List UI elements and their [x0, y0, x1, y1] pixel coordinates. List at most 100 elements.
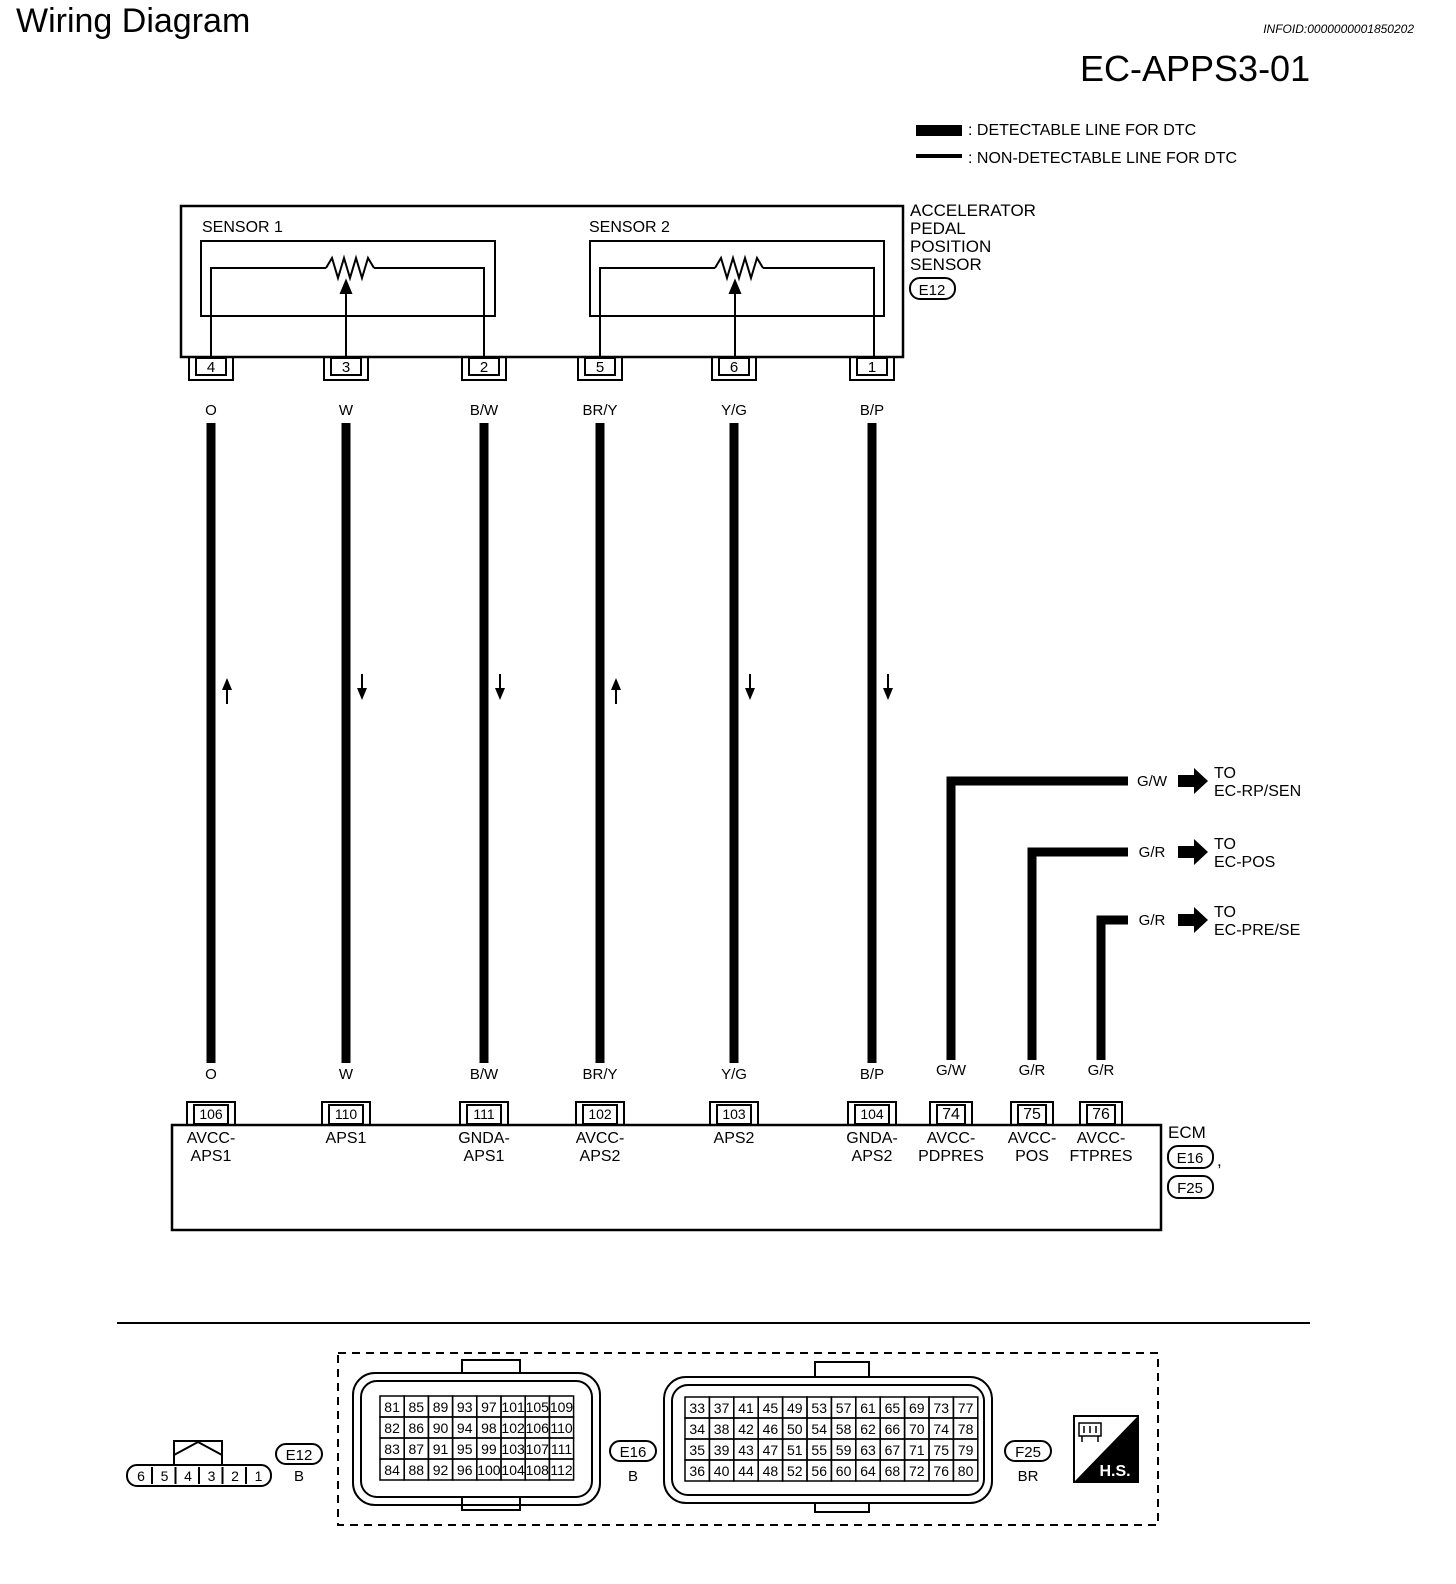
sensor-connector-badge — [909, 277, 956, 300]
ecm-pin-111-shroud — [459, 1101, 509, 1124]
sensor-name-line-4: SENSOR — [910, 255, 982, 274]
wire-color-top-3: B/W — [470, 402, 499, 419]
branch-arrow-1 — [1178, 768, 1208, 794]
ecm-pin-111-number: 111 — [473, 1106, 494, 1122]
branch-target-2: EC-POS — [1214, 854, 1275, 871]
e16-view-badge — [609, 1440, 657, 1462]
branch-target-3: EC-PRE/SE — [1214, 922, 1300, 939]
ecm-pin-102-shroud — [575, 1101, 625, 1124]
e16-bottom-latch — [461, 1497, 521, 1511]
legend-detectable-text: : DETECTABLE LINE FOR DTC — [968, 122, 1196, 139]
e12-pin-4: 4 — [184, 1468, 192, 1484]
branch-to-1: TO — [1214, 765, 1236, 782]
f25-top-latch — [814, 1361, 870, 1377]
flow-arrowhead-1 — [222, 678, 232, 690]
sensor-pin-1-box — [856, 357, 888, 376]
ecm-pin-110-number: 110 — [335, 1106, 358, 1122]
e16-pin-102: 102 — [501, 1420, 525, 1436]
ecm-pin-75-shroud — [1010, 1101, 1054, 1124]
branch-color-bottom-2: G/R — [1019, 1062, 1046, 1079]
f25-pin-43: 43 — [738, 1442, 754, 1458]
sensor2-resistor — [714, 254, 764, 282]
sensor-pin-3-shroud — [323, 358, 369, 381]
ecm-connector2-badge — [1167, 1175, 1214, 1199]
e16-pin-109: 109 — [550, 1399, 574, 1415]
ecm-terminal-label-4-1: AVCC- — [576, 1130, 625, 1147]
ecm-pin-76-number: 76 — [1092, 1106, 1110, 1123]
hs-connector-icon — [1078, 1422, 1102, 1442]
sensor-block: SENSOR 1 SENSOR 2 ACCELERATOR PEDAL POSI… — [179, 201, 1036, 359]
sensor-name-line-3: POSITION — [910, 237, 991, 256]
e16-pin-104: 104 — [501, 1462, 525, 1478]
sensor1-box — [200, 240, 496, 317]
f25-pin-48: 48 — [763, 1463, 779, 1479]
f25-pin-49: 49 — [787, 1400, 803, 1416]
f25-pin-33: 33 — [689, 1400, 705, 1416]
e16-view-label: E16 — [620, 1444, 647, 1461]
page-title: Wiring Diagram — [16, 2, 251, 40]
e16-pin-101: 101 — [501, 1399, 525, 1415]
ecm-pin-74-shroud — [929, 1101, 973, 1124]
flow-arrowhead-4 — [611, 678, 621, 690]
sensor-pin-6-shroud — [711, 358, 757, 381]
sensor-pin-1-shroud — [849, 358, 895, 381]
ecm-connectors-frame — [337, 1352, 1159, 1526]
ecm-pin-74-number: 74 — [942, 1106, 960, 1123]
wire-color-bottom-4: BR/Y — [582, 1066, 617, 1083]
f25-view-color: BR — [1018, 1468, 1039, 1485]
branch-arrow-2 — [1178, 839, 1208, 865]
branch-color-bottom-1: G/W — [936, 1062, 967, 1079]
e16-pin-98: 98 — [481, 1420, 497, 1436]
f25-pin-61: 61 — [860, 1400, 876, 1416]
e16-pin-82: 82 — [384, 1420, 400, 1436]
e16-pin-108: 108 — [526, 1462, 550, 1478]
f25-pin-73: 73 — [933, 1400, 949, 1416]
f25-pin-79: 79 — [958, 1442, 974, 1458]
branch-terminal-label-1-1: AVCC- — [927, 1130, 976, 1147]
legend-thin-line — [916, 154, 962, 158]
branch-target-1: EC-RP/SEN — [1214, 783, 1301, 800]
sensor1-circuit — [200, 240, 496, 357]
f25-pin-41: 41 — [738, 1400, 754, 1416]
sensor-pin-3-number: 3 — [342, 359, 350, 376]
e12-pin-2: 2 — [231, 1468, 239, 1484]
ecm-terminal-label-3-2: APS1 — [464, 1148, 505, 1165]
branch-line-1 — [946, 776, 1128, 1060]
ecm-connector1-label: E16 — [1177, 1150, 1204, 1167]
ecm-terminal-label-6-1: GNDA- — [846, 1130, 898, 1147]
e16-pin-89: 89 — [433, 1399, 449, 1415]
f25-pin-35: 35 — [689, 1442, 705, 1458]
branch-color-1: G/W — [1137, 773, 1168, 790]
f25-pin-69: 69 — [909, 1400, 925, 1416]
e16-pin-84: 84 — [384, 1462, 400, 1478]
f25-pin-64: 64 — [860, 1463, 876, 1479]
ecm-label: ECM — [1168, 1123, 1206, 1142]
f25-pin-60: 60 — [836, 1463, 852, 1479]
ecm-terminal-label-3-1: GNDA- — [458, 1130, 510, 1147]
branch-to-3: TO — [1214, 904, 1236, 921]
ecm-connector1-badge — [1167, 1145, 1214, 1169]
sensor-pin-2-box — [468, 357, 500, 376]
f25-pin-40: 40 — [714, 1463, 730, 1479]
e16-pin-85: 85 — [409, 1399, 425, 1415]
f25-pin-58: 58 — [836, 1421, 852, 1437]
wire-color-bottom-5: Y/G — [721, 1066, 747, 1083]
wire-color-bottom-6: B/P — [860, 1066, 884, 1083]
f25-view-badge — [1004, 1440, 1052, 1462]
wire-color-bottom-1: O — [205, 1066, 217, 1083]
wire-color-bottom-2: W — [339, 1066, 354, 1083]
e12-pin-1: 1 — [255, 1468, 263, 1484]
f25-pin-53: 53 — [811, 1400, 827, 1416]
ecm-block: ECM E16 , F25 — [170, 1123, 1222, 1232]
e16-pin-100: 100 — [477, 1462, 501, 1478]
e12-pin-5: 5 — [161, 1468, 169, 1484]
e16-pin-106: 106 — [526, 1420, 550, 1436]
e12-view-color: B — [294, 1468, 304, 1485]
ecm-terminal-label-2-1: APS1 — [326, 1130, 367, 1147]
